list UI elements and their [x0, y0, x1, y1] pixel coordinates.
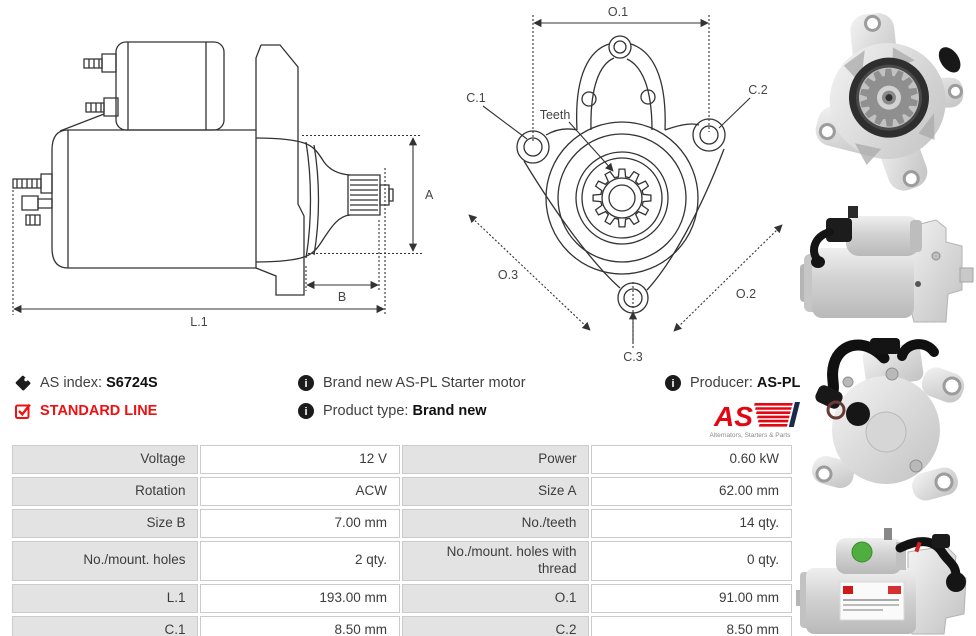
table-row: C.1 8.50 mm C.2 8.50 mm — [12, 615, 792, 636]
product-type-line: i Product type: Brand new — [297, 402, 487, 420]
spec-label: C.2 — [401, 615, 590, 636]
spec-label: Size A — [401, 477, 590, 506]
spec-value: 7.00 mm — [200, 509, 400, 538]
spec-label: Power — [401, 445, 590, 474]
as-index-value: S6724S — [106, 375, 158, 391]
flange-front-view-drawing: O.1 C.1 C.2 Teeth O.3 O.2 C.3 — [466, 5, 783, 364]
dim-label-o1: O.1 — [608, 5, 628, 19]
dim-label-c2: C.2 — [748, 83, 768, 97]
product-photo-side[interactable] — [796, 198, 974, 326]
spec-label: No./mount. holes with thread — [401, 541, 590, 581]
as-index-line: AS index: S6724S — [14, 374, 158, 392]
dim-label-b: B — [338, 290, 346, 304]
table-row: Rotation ACW Size A 62.00 mm — [12, 477, 792, 506]
spec-value: 14 qty. — [591, 509, 792, 538]
spec-value: ACW — [200, 477, 400, 506]
info-icon: i — [665, 375, 681, 391]
dim-label-o3: O.3 — [498, 268, 518, 282]
spec-table: Voltage 12 V Power 0.60 kW Rotation ACW … — [10, 442, 794, 636]
product-type-label: Product type: — [323, 403, 409, 419]
info-icon: i — [298, 403, 314, 419]
spec-label: L.1 — [12, 583, 199, 613]
brand-new-text: Brand new AS-PL Starter motor — [323, 375, 526, 391]
spec-label: Voltage — [12, 445, 199, 474]
dim-label-teeth: Teeth — [540, 108, 571, 122]
table-row: L.1 193.00 mm O.1 91.00 mm — [12, 583, 792, 613]
starter-side-view-drawing: A B L.1 — [6, 18, 434, 329]
product-type-value: Brand new — [412, 403, 487, 419]
spec-label: Rotation — [12, 477, 199, 506]
tag-icon — [15, 375, 31, 391]
spec-value: 8.50 mm — [200, 615, 400, 636]
spec-value: 0.60 kW — [591, 445, 792, 474]
info-icon: i — [298, 375, 314, 391]
svg-text:i: i — [304, 378, 307, 390]
svg-text:i: i — [304, 406, 307, 418]
table-row: Voltage 12 V Power 0.60 kW — [12, 445, 792, 474]
dim-label-c3: C.3 — [623, 350, 643, 364]
checkbox-checked-icon — [15, 403, 31, 419]
spec-value: 62.00 mm — [591, 477, 792, 506]
producer-value: AS-PL — [756, 375, 801, 391]
logo-text: AS — [713, 401, 753, 432]
spec-value: 2 qty. — [200, 541, 400, 581]
spec-value: 8.50 mm — [591, 615, 792, 636]
dim-label-c1: C.1 — [466, 91, 486, 105]
spec-value: 193.00 mm — [200, 583, 400, 613]
product-photo-side-label[interactable] — [796, 512, 974, 636]
dim-label-o2: O.2 — [736, 287, 756, 301]
dim-label-l1: L.1 — [190, 315, 207, 329]
svg-text:i: i — [671, 378, 674, 390]
spec-label: Size B — [12, 509, 199, 538]
standard-line: STANDARD LINE — [14, 402, 157, 420]
as-pl-logo: AS Alternators, Starters & Parts — [700, 398, 804, 445]
spec-label: O.1 — [401, 583, 590, 613]
table-row: Size B 7.00 mm No./teeth 14 qty. — [12, 509, 792, 538]
producer-label: Producer: — [690, 375, 753, 391]
spec-label: No./teeth — [401, 509, 590, 538]
as-index-label: AS index: — [40, 375, 103, 391]
product-photo-rear[interactable] — [806, 330, 970, 510]
producer-line: i Producer: AS-PL — [664, 374, 800, 392]
spec-value: 0 qty. — [591, 541, 792, 581]
standard-line-label: STANDARD LINE — [40, 403, 158, 419]
spec-value: 91.00 mm — [591, 583, 792, 613]
spec-value: 12 V — [200, 445, 400, 474]
logo-subtext: Alternators, Starters & Parts — [710, 432, 792, 439]
dim-label-a: A — [425, 188, 434, 202]
table-row: No./mount. holes 2 qty. No./mount. holes… — [12, 541, 792, 581]
spec-label: C.1 — [12, 615, 199, 636]
brand-new-line: i Brand new AS-PL Starter motor — [297, 374, 526, 392]
spec-label: No./mount. holes — [12, 541, 199, 581]
product-photo-front-flange[interactable] — [806, 6, 970, 198]
